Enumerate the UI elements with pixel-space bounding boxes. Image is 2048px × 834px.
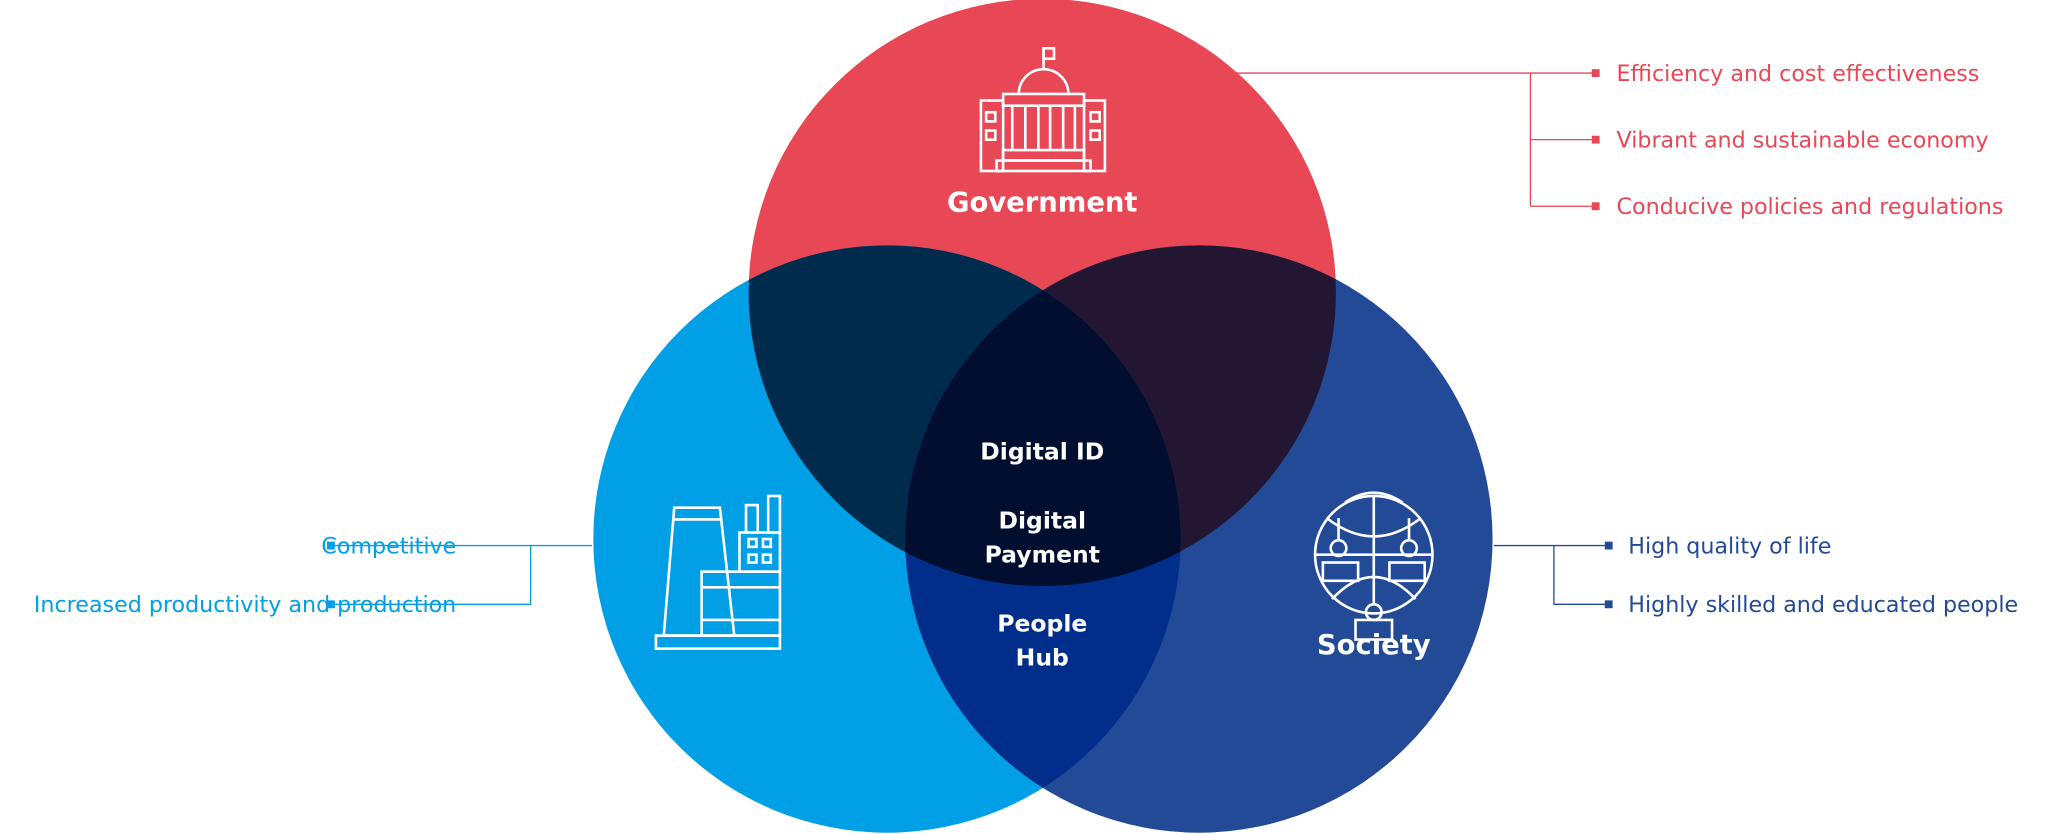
society-benefit-1: High quality of life bbox=[1628, 533, 1831, 559]
center-label-hub: Hub bbox=[1016, 644, 1069, 672]
factory-icon bbox=[654, 494, 782, 650]
bullet-marker bbox=[1591, 202, 1600, 211]
society-benefits bbox=[1493, 544, 1609, 605]
society-title: Society bbox=[1317, 630, 1431, 661]
center-label-digital: Digital bbox=[999, 507, 1087, 535]
industry-benefits bbox=[330, 544, 592, 605]
government-title: Government bbox=[947, 187, 1137, 218]
industry-title: Industry bbox=[398, 630, 528, 661]
connected-globe-people-icon bbox=[1313, 491, 1434, 641]
bullet-marker bbox=[327, 600, 335, 609]
center-label-people: People bbox=[997, 610, 1087, 638]
government-benefit-3: Conducive policies and regulations bbox=[1617, 194, 2004, 220]
center-label-digital-id: Digital ID bbox=[980, 437, 1104, 465]
bullet-marker bbox=[1591, 135, 1600, 144]
government-benefit-2: Vibrant and sustainable economy bbox=[1617, 127, 1989, 153]
government-benefits bbox=[1234, 72, 1596, 207]
industry-benefit-1: Competitive bbox=[321, 533, 456, 559]
all-three-overlap bbox=[905, 245, 1181, 587]
bullet-marker bbox=[1591, 69, 1600, 78]
society-benefit-2: Highly skilled and educated people bbox=[1628, 592, 2018, 618]
capitol-building-icon bbox=[979, 46, 1107, 173]
center-label-payment: Payment bbox=[985, 541, 1100, 569]
government-benefit-1: Efficiency and cost effectiveness bbox=[1617, 61, 1980, 87]
industry-benefit-2: Increased productivity and production bbox=[34, 592, 456, 618]
bullet-marker bbox=[327, 541, 335, 550]
bullet-marker bbox=[1604, 600, 1613, 609]
bullet-marker bbox=[1604, 541, 1613, 550]
